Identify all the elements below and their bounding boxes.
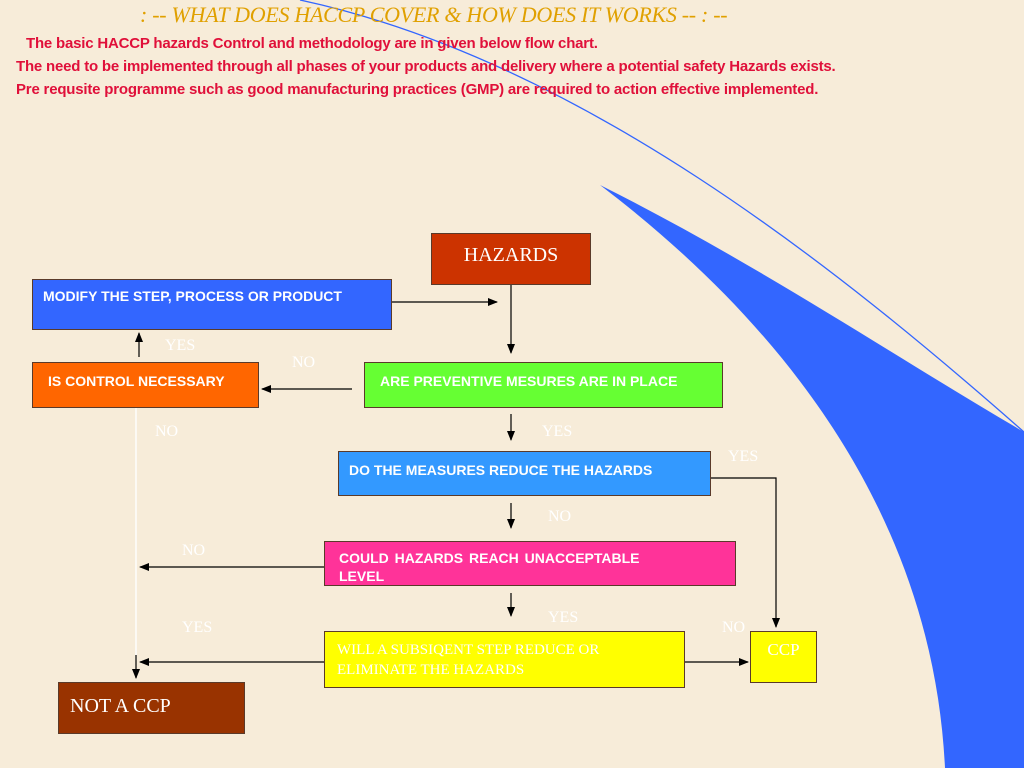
subsequent-step-box: WILL A SUBSIQENT STEP REDUCE OR ELIMINAT… [324, 631, 685, 688]
preventive-measures-box: ARE PREVENTIVE MESURES ARE IN PLACE [364, 362, 723, 408]
modify-step-box: MODIFY THE STEP, PROCESS OR PRODUCT [32, 279, 392, 330]
swoosh-line [299, 0, 1024, 433]
label-no-control: NO [155, 423, 179, 440]
label-no-subsequent: NO [722, 619, 746, 636]
not-ccp-label: NOT A CCP [70, 695, 171, 717]
modify-step-label: MODIFY THE STEP, PROCESS OR PRODUCT [43, 288, 342, 304]
hazards-box: HAZARDS [431, 233, 591, 285]
ccp-box: CCP [750, 631, 817, 683]
not-ccp-box: NOT A CCP [58, 682, 245, 734]
measures-reduce-box: DO THE MEASURES REDUCE THE HAZARDS [338, 451, 711, 496]
label-yes-reduce: YES [728, 448, 759, 465]
label-no-reduce: NO [548, 508, 572, 525]
hazards-box-label: HAZARDS [463, 244, 559, 266]
page-title: : -- WHAT DOES HACCP COVER & HOW DOES IT… [140, 2, 728, 27]
intro-line-2: The need to be implemented through all p… [16, 58, 836, 75]
label-yes-reach: YES [548, 609, 579, 626]
unacceptable-level-box: COULD HAZARDS REACH UNACCEPTABLE LEVEL [324, 541, 736, 586]
control-necessary-box: IS CONTROL NECESSARY [32, 362, 259, 408]
swoosh-fill [600, 185, 1024, 768]
intro-line-3: Pre requsite programme such as good manu… [16, 81, 819, 98]
unacceptable-level-label: COULD HAZARDS REACH UNACCEPTABLE LEVEL [339, 550, 640, 584]
label-no-reach: NO [182, 542, 206, 559]
control-necessary-label: IS CONTROL NECESSARY [48, 373, 225, 389]
preventive-measures-label: ARE PREVENTIVE MESURES ARE IN PLACE [380, 373, 678, 389]
arrow-reduce-to-ccp [711, 477, 780, 628]
label-no-preventive: NO [292, 354, 316, 371]
label-yes-preventive: YES [542, 423, 573, 440]
intro-line-1: The basic HACCP hazards Control and meth… [26, 35, 598, 52]
label-yes-subsequent: YES [182, 619, 213, 636]
measures-reduce-label: DO THE MEASURES REDUCE THE HAZARDS [349, 462, 653, 478]
label-yes-modify: YES [165, 337, 196, 354]
subsequent-step-label: WILL A SUBSIQENT STEP REDUCE OR ELIMINAT… [337, 642, 600, 678]
ccp-label: CCP [767, 640, 800, 659]
